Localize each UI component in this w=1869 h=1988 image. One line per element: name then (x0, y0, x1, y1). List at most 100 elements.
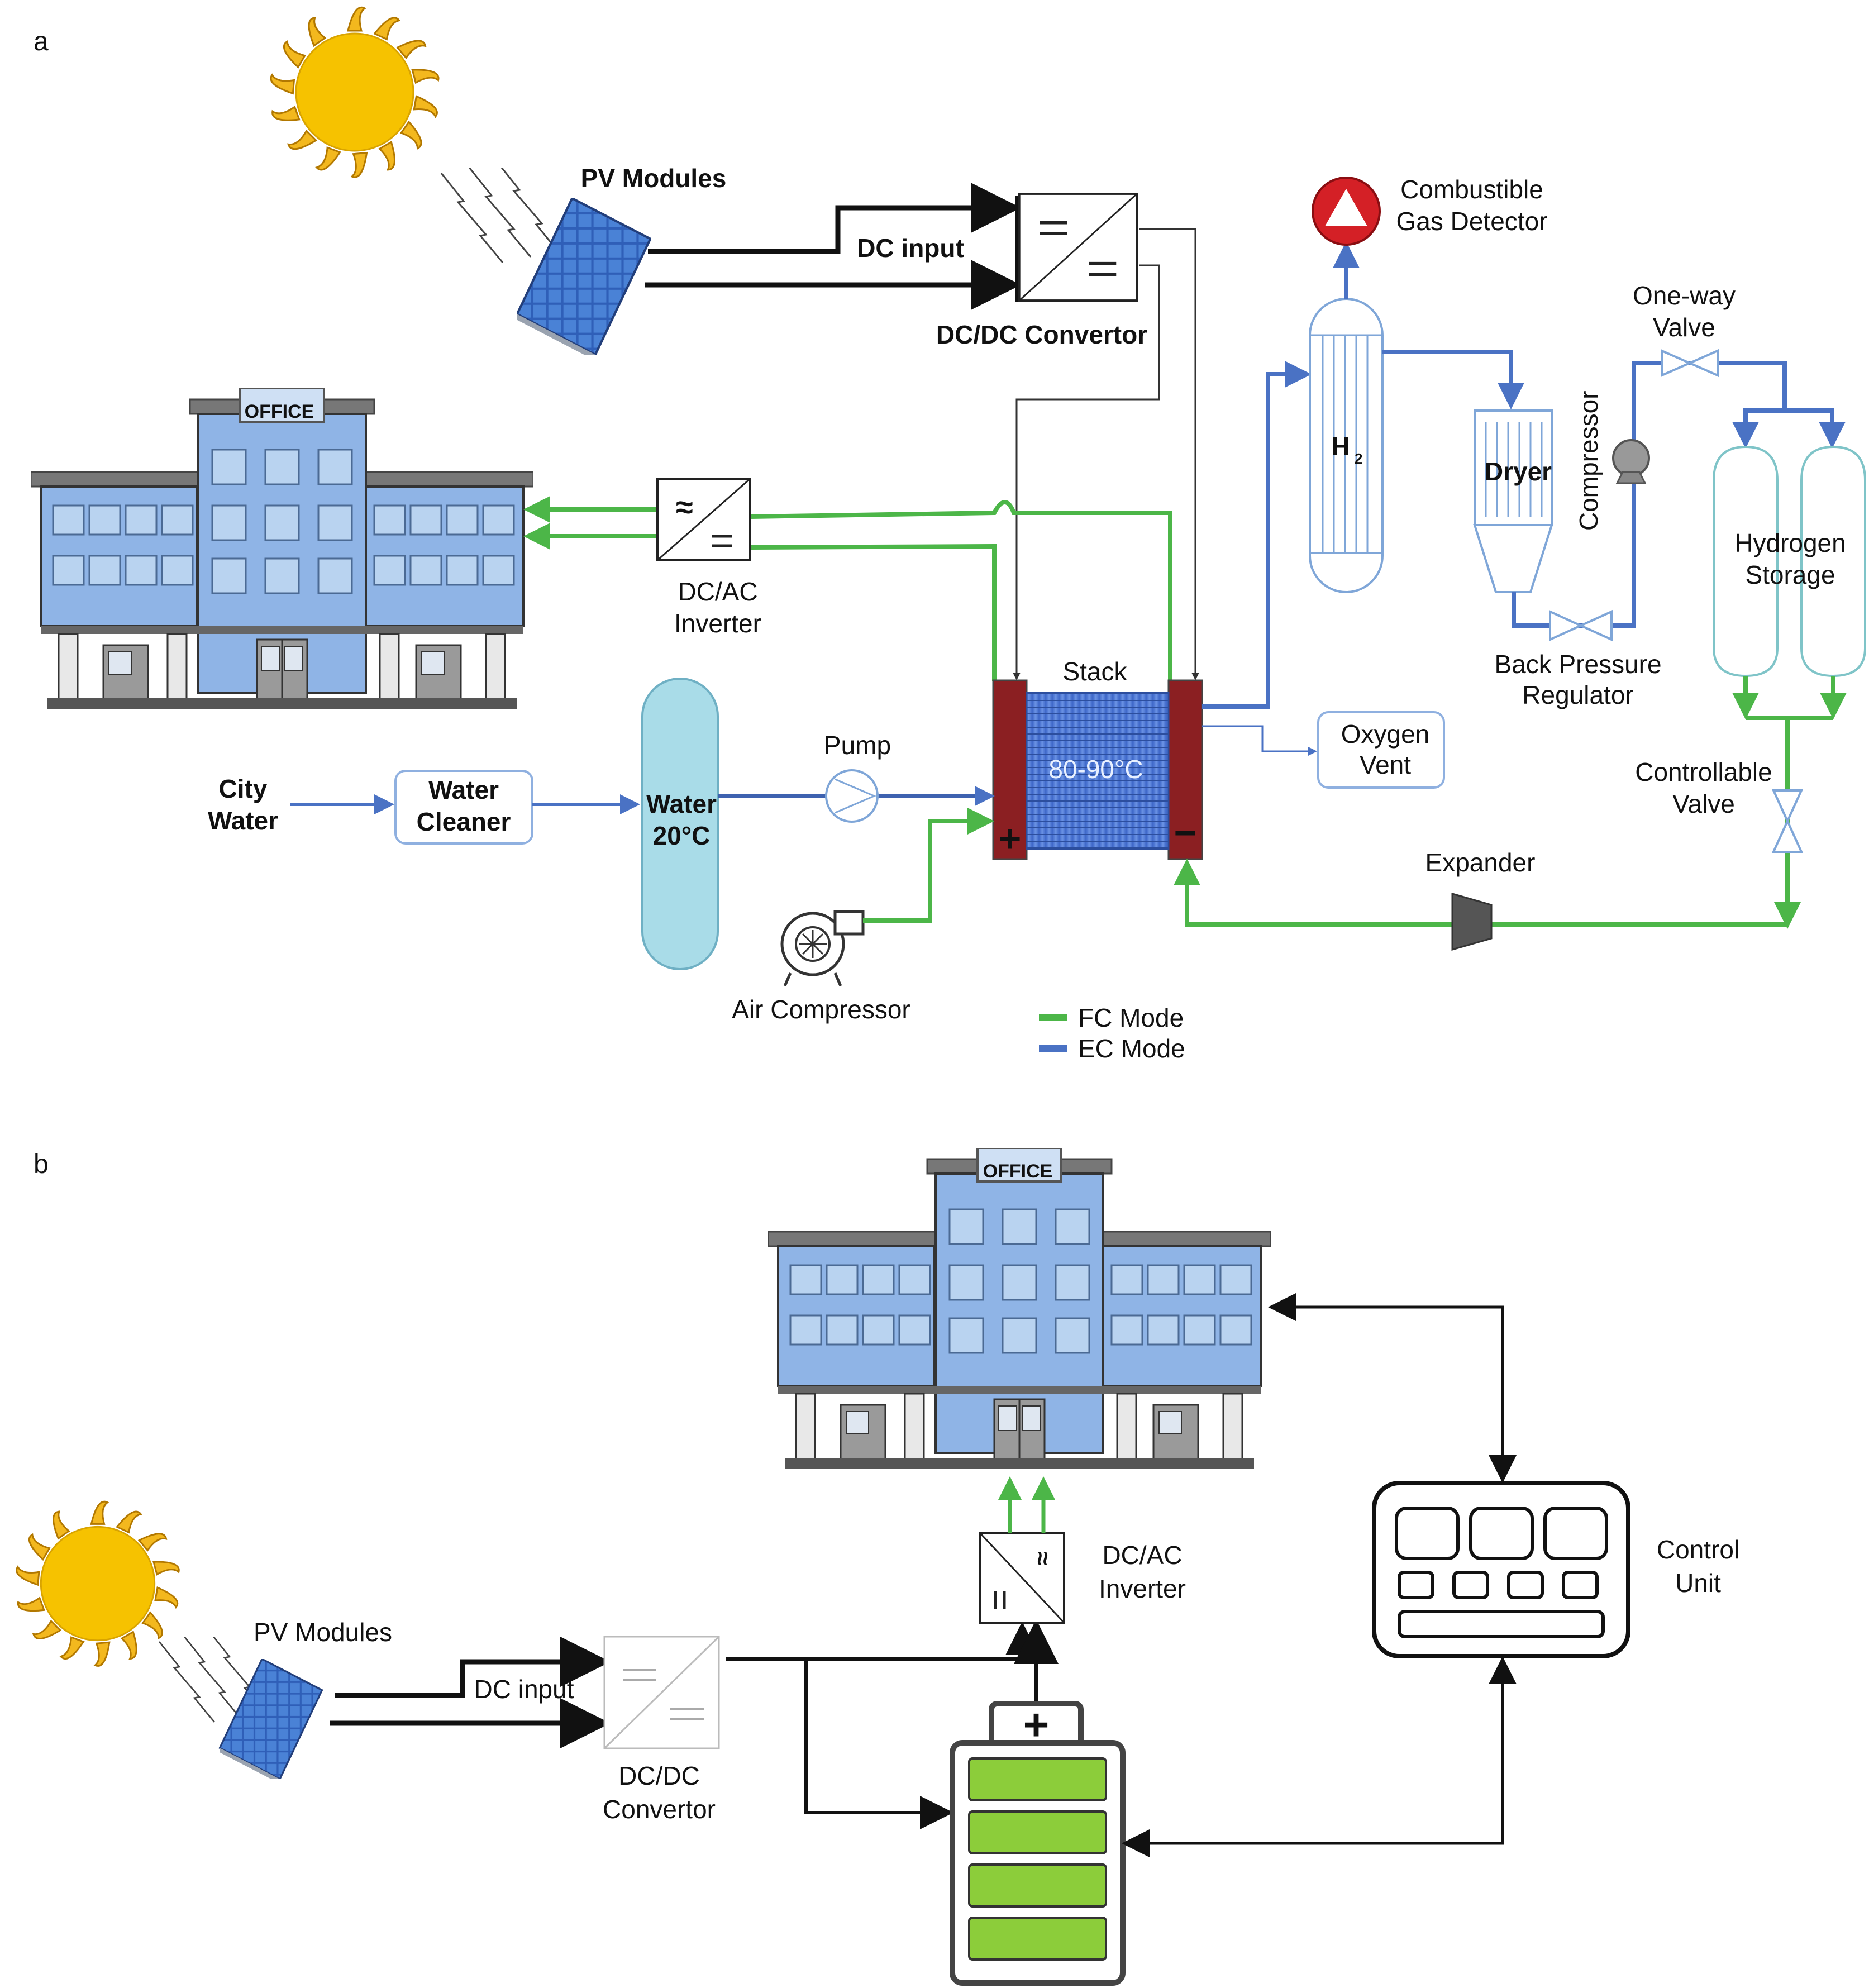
panel-a: a PV Modules DC input DC/DC Convertor OF… (31, 6, 1866, 1063)
back-pressure-regulator-icon (1549, 609, 1613, 642)
water-cleaner-label-1: Water (428, 775, 499, 804)
storage-feed-right (1785, 408, 1846, 449)
dcac-label-2-b: Inverter (1099, 1574, 1186, 1603)
h2-output-line (1202, 361, 1312, 709)
svg-text:≈: ≈ (1029, 1552, 1056, 1565)
dcdc-wire-neg (1139, 228, 1199, 680)
water-tank-label-2: 20°C (653, 821, 711, 850)
pv-panel-icon (517, 198, 651, 360)
control-unit-label-2: Unit (1675, 1569, 1721, 1598)
dc-input-line-1 (648, 183, 1021, 254)
pv-panel-icon-b (220, 1659, 322, 1784)
battery-cell-1 (968, 1757, 1107, 1801)
city-water-label-1: City (219, 774, 268, 803)
pump-label: Pump (824, 731, 891, 760)
stack-label: Stack (1062, 657, 1127, 686)
water-tank (641, 678, 719, 970)
dcdc-convertor-box (1019, 194, 1137, 301)
oneway-label-1: One-way (1633, 281, 1736, 310)
office-building-icon (31, 388, 533, 711)
expander-label: Expander (1425, 848, 1536, 877)
sun-icon-b (15, 1500, 181, 1667)
oxygen-vent-box (1317, 711, 1445, 789)
office-sign-b: OFFICE (983, 1161, 1053, 1182)
sun-rays-icon (440, 168, 557, 264)
dc-bus-to-battery (804, 1659, 953, 1829)
oxygen-line (1202, 725, 1317, 756)
h2-subscript: 2 (1355, 450, 1362, 467)
pv-modules-label: PV Modules (581, 164, 727, 193)
battery-cell-4 (968, 1917, 1107, 1961)
air-compressor-label: Air Compressor (732, 995, 910, 1024)
dcdc-label-2-b: Convertor (603, 1795, 716, 1824)
control-to-building (1268, 1293, 1504, 1480)
dc-input-label-b: DC input (474, 1675, 574, 1704)
battery-cell-3 (968, 1863, 1107, 1908)
dcac-inverter-label-1: DC/AC (678, 577, 757, 606)
air-compressor-icon (780, 910, 865, 986)
h2-label: H (1331, 432, 1350, 461)
legend-fc-label: FC Mode (1078, 1003, 1184, 1032)
air-feed-line (863, 808, 994, 923)
panel-label-b: b (34, 1150, 49, 1179)
oxygen-vent-label-1: Oxygen (1341, 719, 1430, 749)
storage-feed-left (1732, 408, 1785, 449)
controllable-valve-icon (1771, 789, 1804, 853)
one-way-valve-icon (1661, 349, 1719, 378)
stack-positive-electrode (992, 679, 1028, 860)
water-tank-label-1: Water (646, 789, 717, 818)
dc-input-label: DC input (857, 233, 964, 263)
battery-cells (968, 1810, 1107, 1961)
panel-b: b OFFICE PV Modules DC input DC/DC Conve… (15, 1148, 1739, 1986)
bpr-label-1: Back Pressure (1494, 650, 1661, 679)
legend: FC Mode EC Mode (1039, 1003, 1185, 1063)
fc-power-line-pos (751, 544, 997, 681)
h2-fuel-line (1174, 859, 1787, 927)
sun-icon (269, 6, 440, 179)
dcac-label-1-b: DC/AC (1102, 1541, 1182, 1570)
hydrogen-storage-label-2: Storage (1745, 560, 1835, 589)
water-cleaner-box (394, 770, 533, 845)
control-unit-label-1: Control (1657, 1535, 1739, 1564)
dcac-inverter-label-2: Inverter (674, 609, 761, 638)
panel-label-a: a (34, 27, 49, 56)
city-water-label-2: Water (208, 806, 278, 835)
hydrogen-storage-tanks (1713, 445, 1866, 678)
compressor-label: Compressor (1574, 390, 1603, 531)
stack-minus-icon: − (1174, 811, 1197, 855)
to-dryer-line (1382, 350, 1524, 409)
fc-power-line-neg (751, 500, 1172, 681)
controllable-valve-label-2: Valve (1672, 789, 1735, 818)
combustible-label-1: Combustible (1400, 175, 1543, 204)
svg-text:+: + (1023, 1700, 1050, 1749)
bpr-label-2: Regulator (1522, 680, 1633, 709)
dcac-inverter-box (657, 479, 750, 560)
dryer-label: Dryer (1485, 457, 1552, 486)
stack-core (1026, 692, 1170, 850)
office-sign: OFFICE (245, 401, 314, 422)
h2-compression-line (1512, 361, 1787, 628)
battery-cell-2 (968, 1810, 1107, 1854)
combustible-label-2: Gas Detector (1396, 207, 1548, 236)
office-building-icon-b (768, 1148, 1271, 1470)
expander-icon (1451, 893, 1493, 951)
pv-modules-label-b: PV Modules (254, 1618, 392, 1647)
pump-icon (825, 769, 879, 823)
controllable-valve-label-1: Controllable (1635, 757, 1772, 786)
dc-input-line-1-b (335, 1637, 611, 1698)
dcdc-label-1-b: DC/DC (618, 1761, 700, 1790)
control-unit-icon (1372, 1481, 1630, 1658)
oxygen-vent-label-2: Vent (1360, 750, 1411, 779)
dcdc-wire-pos (1013, 264, 1160, 680)
dcdc-convertor-box-b (603, 1636, 720, 1749)
legend-ec-label: EC Mode (1078, 1034, 1185, 1063)
dryer-icon (1473, 409, 1553, 593)
compressor-icon (1612, 439, 1650, 484)
dc-bus-to-inverter (726, 1622, 1039, 1661)
hydrogen-storage-label-1: Hydrogen (1734, 528, 1846, 557)
control-to-battery (1122, 1662, 1504, 1857)
water-cleaner-label-2: Cleaner (417, 807, 511, 836)
stack-temperature: 80-90°C (1048, 755, 1143, 784)
oneway-label-2: Valve (1653, 313, 1715, 342)
